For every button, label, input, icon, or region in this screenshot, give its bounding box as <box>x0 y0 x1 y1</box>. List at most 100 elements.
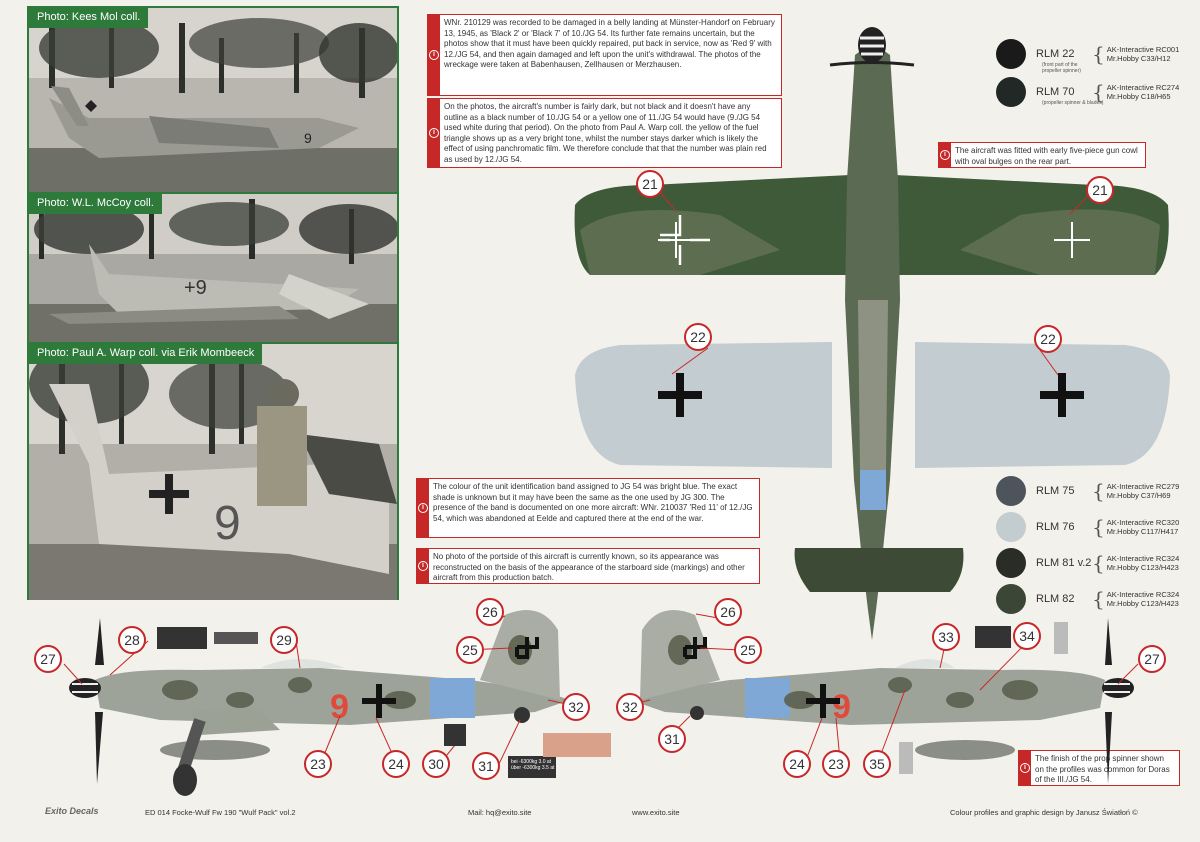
callout-27-left: 27 <box>34 645 62 673</box>
svg-text:9: 9 <box>214 497 241 550</box>
stencil-30 <box>444 724 466 746</box>
swatch-name: RLM 75 <box>1036 485 1075 497</box>
svg-text:9: 9 <box>330 688 349 726</box>
callout-25-right: 25 <box>734 636 762 664</box>
callout-22-left: 22 <box>684 323 712 351</box>
brace-glyph: { <box>1092 42 1105 66</box>
swatch-sub: (propeller spinner & blades) <box>1042 100 1104 106</box>
swatch-codes: AK-Interactive RC001 Mr.Hobby C33/H12 <box>1107 45 1180 64</box>
footer-web: www.exito.site <box>632 808 680 817</box>
photo-1-image: 9 <box>29 8 397 192</box>
photo-2: +9 Photo: W.L. McCoy coll. <box>29 194 397 344</box>
swatch-code-mrhobby: Mr.Hobby C33/H12 <box>1106 54 1171 63</box>
balkenkreuz-outline-left <box>658 215 710 265</box>
callout-35: 35 <box>863 750 891 778</box>
callout-34: 34 <box>1013 622 1041 650</box>
balkenkreuz-outline-right <box>1054 222 1090 258</box>
swatch-name: RLM 81 v.2 <box>1036 557 1092 569</box>
info-icon: i <box>429 50 439 60</box>
info-icon: i <box>418 503 428 513</box>
note-number-colour: i On the photos, the aircraft's number i… <box>427 98 782 168</box>
photo-2-caption: Photo: W.L. McCoy coll. <box>29 194 162 214</box>
swatch-code-mrhobby: Mr.Hobby C18/H65 <box>1106 92 1171 101</box>
info-tab: i <box>1019 751 1031 785</box>
swatch-dot <box>996 77 1026 107</box>
callout-24-right: 24 <box>783 750 811 778</box>
brace-glyph: { <box>1092 515 1105 539</box>
swatch-rlm82: RLM 82 { AK-Interactive RC324 Mr.Hobby C… <box>996 583 1179 615</box>
under-wing-right <box>915 342 1170 468</box>
callout-23-left: 23 <box>304 750 332 778</box>
note-portside-text: No photo of the portside of this aircraf… <box>433 552 745 582</box>
callout-25-left: 25 <box>456 636 484 664</box>
swatch-code-ak: AK-Interactive RC320 <box>1106 517 1180 527</box>
swatch-codes: AK-Interactive RC274 Mr.Hobby C18/H65 <box>1107 83 1180 102</box>
brace-glyph: { <box>1092 80 1105 104</box>
callout-29: 29 <box>270 626 298 654</box>
stencil-31: bei -6300kg 3.0 at über -6300kg 3.5 at <box>508 756 556 778</box>
callout-24-left: 24 <box>382 750 410 778</box>
callout-28: 28 <box>118 626 146 654</box>
stencil-32 <box>543 733 611 757</box>
brace-glyph: { <box>1092 551 1105 575</box>
info-icon: i <box>940 150 950 160</box>
swatch-dot <box>996 512 1026 542</box>
callout-31-right: 31 <box>658 725 686 753</box>
callout-27-right: 27 <box>1138 645 1166 673</box>
swatch-code-mrhobby: Mr.Hobby C117/H417 <box>1106 527 1179 536</box>
under-wing-left <box>575 342 832 468</box>
swatch-rlm75: RLM 75 { AK-Interactive RC279 Mr.Hobby C… <box>996 475 1179 507</box>
note-number-colour-text: On the photos, the aircraft's number is … <box>444 102 767 164</box>
balkenkreuz-underwing-left <box>658 373 702 417</box>
note-portside: i No photo of the portside of this aircr… <box>416 548 760 584</box>
swatch-name: RLM 82 <box>1036 593 1075 605</box>
photo-column: 9 Photo: Kees Mol coll. <box>27 6 399 600</box>
info-tab: i <box>417 479 429 537</box>
exito-logo: Exito Decals <box>45 806 99 816</box>
note-history-text: WNr. 210129 was recorded to be damaged i… <box>444 18 775 69</box>
info-tab: i <box>417 549 429 583</box>
stencil-28 <box>157 627 207 649</box>
swatch-code-ak: AK-Interactive RC279 <box>1106 481 1180 491</box>
callout-32-right: 32 <box>616 693 644 721</box>
svg-text:+9: +9 <box>184 277 207 299</box>
brace-glyph: { <box>1092 587 1105 611</box>
swatch-rlm22: RLM 22 { AK-Interactive RC001 Mr.Hobby C… <box>996 38 1179 70</box>
swatch-name: RLM 22 <box>1036 48 1075 60</box>
swatch-rlm76: RLM 76 { AK-Interactive RC320 Mr.Hobby C… <box>996 511 1179 543</box>
note-history: i WNr. 210129 was recorded to be damaged… <box>427 14 782 96</box>
profile-starboard: 9 <box>69 610 570 796</box>
swatch-code-mrhobby: Mr.Hobby C37/H69 <box>1106 491 1171 500</box>
footer-credit: Colour profiles and graphic design by Ja… <box>950 808 1138 817</box>
swatch-dot <box>996 548 1026 578</box>
swatch-code-ak: AK-Interactive RC324 <box>1106 589 1180 599</box>
swatch-codes: AK-Interactive RC324 Mr.Hobby C123/H423 <box>1107 554 1180 573</box>
callout-30: 30 <box>422 750 450 778</box>
stencil-34 <box>1054 622 1068 654</box>
swatch-name: RLM 70 <box>1036 86 1075 98</box>
info-icon: i <box>1020 763 1030 773</box>
callout-22-right: 22 <box>1034 325 1062 353</box>
stencil-33 <box>975 626 1011 648</box>
stencil-29 <box>214 632 258 644</box>
footer-title: ED 014 Focke-Wulf Fw 190 "Wulf Pack" vol… <box>145 808 296 817</box>
brace-glyph: { <box>1092 479 1105 503</box>
callout-23-right: 23 <box>822 750 850 778</box>
swatch-code-mrhobby: Mr.Hobby C123/H423 <box>1106 563 1179 572</box>
info-tab: i <box>939 143 951 167</box>
note-band-colour-text: The colour of the unit identification ba… <box>433 482 753 523</box>
note-gun-cowl-text: The aircraft was fitted with early five-… <box>955 146 1138 166</box>
info-icon: i <box>429 128 439 138</box>
callout-21-right: 21 <box>1086 176 1114 204</box>
callout-26-left: 26 <box>476 598 504 626</box>
swatch-sub: (front part of the propeller spinner) <box>1042 62 1081 74</box>
swatch-codes: AK-Interactive RC279 Mr.Hobby C37/H69 <box>1107 482 1180 501</box>
callout-33: 33 <box>932 623 960 651</box>
svg-text:9: 9 <box>832 688 851 726</box>
swatch-code-mrhobby: Mr.Hobby C123/H423 <box>1106 599 1179 608</box>
blue-band-starboard <box>430 678 475 718</box>
note-band-colour: i The colour of the unit identification … <box>416 478 760 538</box>
callout-26-right: 26 <box>714 598 742 626</box>
